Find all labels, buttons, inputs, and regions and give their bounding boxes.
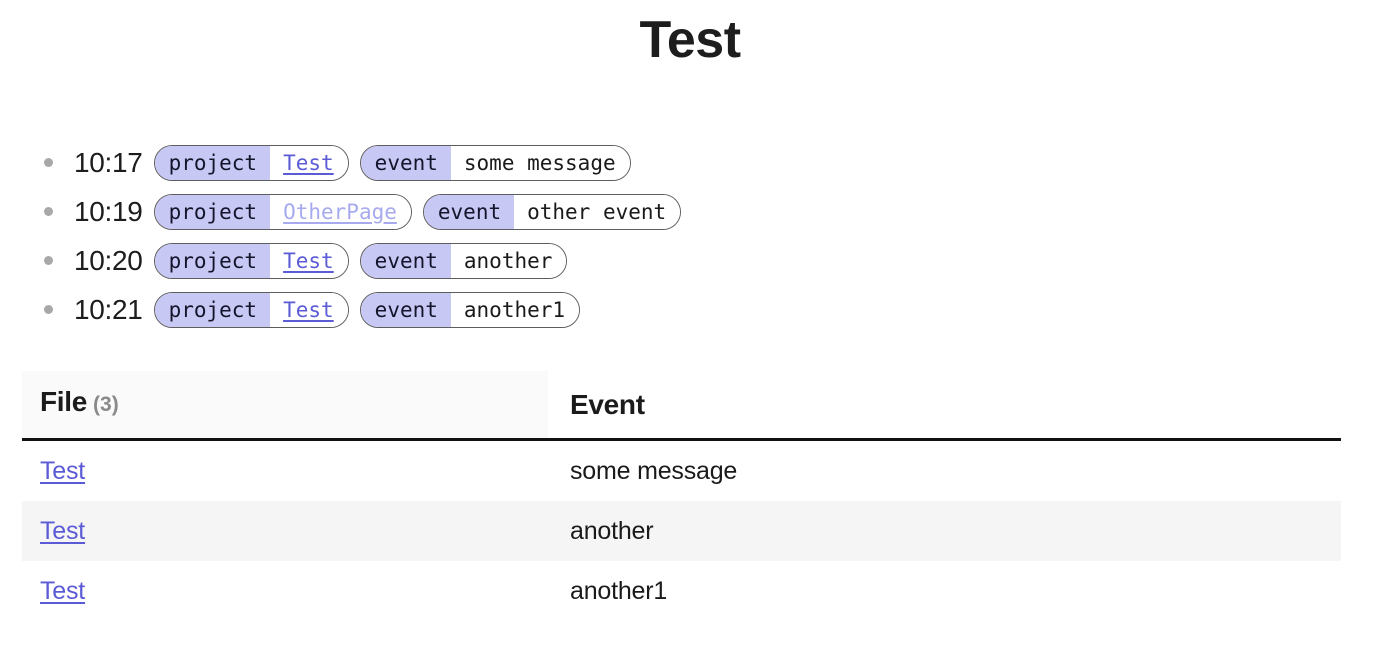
tag-pill-link[interactable]: Test [283, 297, 334, 322]
tag-pill-value[interactable]: Test [270, 145, 348, 180]
tag-pill-project: project Test [153, 291, 349, 328]
cell-file: Test [22, 440, 548, 502]
tag-pill-link[interactable]: Test [283, 150, 334, 175]
tag-pill-key: event [423, 194, 515, 229]
cell-file: Test [22, 501, 548, 561]
cell-event: another [548, 501, 1341, 561]
event-timestamp: 10:19 [74, 195, 143, 227]
tag-pill-value[interactable]: OtherPage [270, 194, 411, 229]
event-timestamp: 10:17 [74, 146, 143, 178]
column-header-file-count: (3) [93, 393, 119, 416]
tag-pill-key: event [360, 145, 451, 180]
tag-pill-value: other event [514, 194, 681, 229]
table-row: Test another1 [22, 561, 1341, 621]
bullet-icon [44, 256, 53, 265]
page-title: Test [639, 11, 741, 69]
table-row: Test another [22, 501, 1341, 561]
file-link[interactable]: Test [40, 577, 86, 605]
table-row: Test some message [22, 440, 1341, 502]
tag-pill-project: project Test [153, 242, 349, 279]
tag-pill-value[interactable]: Test [270, 243, 348, 278]
tag-pill-key: project [154, 292, 271, 327]
bullet-icon [44, 207, 53, 216]
tag-pill-key: project [154, 145, 271, 180]
column-header-file[interactable]: File(3) [22, 371, 548, 441]
tag-pill-project: project Test [153, 144, 349, 181]
tag-pill-link[interactable]: Test [283, 248, 334, 273]
column-header-event[interactable]: Event [548, 371, 1341, 441]
files-table-head: File(3) Event [22, 371, 1341, 441]
tag-pill-link[interactable]: OtherPage [283, 199, 397, 224]
files-table-header-row: File(3) Event [22, 371, 1341, 441]
cell-file: Test [22, 561, 548, 621]
tag-pill-key: event [360, 292, 451, 327]
event-timestamp: 10:21 [74, 293, 143, 325]
tag-pill-value: some message [450, 145, 630, 180]
event-timestamp: 10:20 [74, 244, 143, 276]
tag-pill-value[interactable]: Test [270, 292, 348, 327]
cell-event: some message [570, 457, 738, 485]
bullet-icon [44, 158, 53, 167]
tag-pill-key: project [154, 243, 271, 278]
file-link[interactable]: Test [40, 517, 86, 545]
tag-pill-project: project OtherPage [153, 193, 412, 230]
bullet-icon [44, 305, 53, 314]
tag-pill-key: project [154, 194, 271, 229]
column-header-file-label: File [40, 386, 88, 417]
tag-pill-value: another [450, 243, 567, 278]
tag-pill-value: another1 [450, 292, 580, 327]
column-header-event-label: Event [570, 389, 645, 420]
file-link[interactable]: Test [40, 457, 86, 485]
tag-pill-key: event [360, 243, 451, 278]
cell-event: another1 [570, 577, 668, 605]
